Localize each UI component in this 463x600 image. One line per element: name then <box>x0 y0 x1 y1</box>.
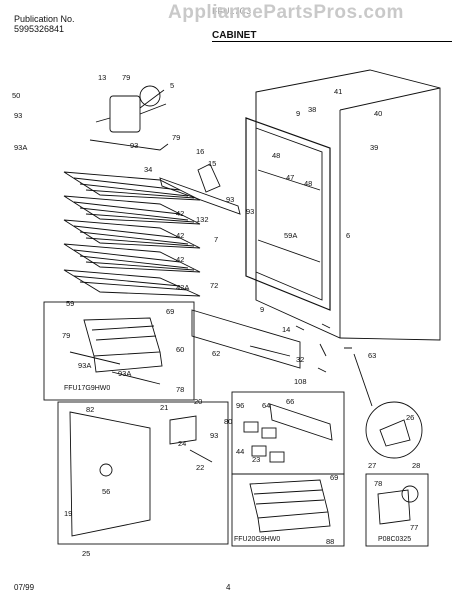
part-callout-93: 93 <box>130 141 138 150</box>
part-callout-78: 78 <box>374 479 382 488</box>
hinge-inset-circle <box>365 401 423 459</box>
part-callout-44: 44 <box>236 447 244 456</box>
part-callout-64: 64 <box>262 401 270 410</box>
fan-motor-assembly <box>89 85 169 151</box>
thermostat-inset-frame <box>365 473 429 547</box>
part-callout-42A: 42A <box>176 283 189 292</box>
light-assembly <box>243 403 333 463</box>
part-callout-22: 22 <box>196 463 204 472</box>
part-callout-48: 48 <box>272 151 280 160</box>
publication-label: Publication No. <box>14 14 75 24</box>
part-callout-93: 93 <box>210 431 218 440</box>
part-callout-40: 40 <box>374 109 382 118</box>
part-callout-28: 28 <box>412 461 420 470</box>
wire-shelf-stack <box>63 171 201 297</box>
part-callout-132: 132 <box>196 215 209 224</box>
site-watermark: AppliancePartsPros.com <box>168 2 404 23</box>
part-callout-108: 108 <box>294 377 307 386</box>
part-callout-93A: 93A <box>118 369 131 378</box>
control-panel-frame <box>57 401 229 545</box>
part-callout-78: 78 <box>176 385 184 394</box>
part-callout-79: 79 <box>62 331 70 340</box>
part-callout-69: 69 <box>330 473 338 482</box>
part-callout-20: 20 <box>194 397 202 406</box>
basket-frame <box>43 301 195 401</box>
part-callout-23: 23 <box>252 455 260 464</box>
part-callout-34: 34 <box>144 165 152 174</box>
part-callout-59: 59 <box>66 299 74 308</box>
part-callout-25: 25 <box>82 549 90 558</box>
part-callout-72: 72 <box>210 281 218 290</box>
part-callout-41: 41 <box>334 87 342 96</box>
part-callout-93A: 93A <box>14 143 27 152</box>
part-callout-93: 93 <box>246 207 254 216</box>
part-callout-56: 56 <box>102 487 110 496</box>
part-callout-48: 48 <box>304 179 312 188</box>
part-callout-69: 69 <box>166 307 174 316</box>
part-callout-82: 82 <box>86 405 94 414</box>
lower-basket-frame <box>231 473 345 547</box>
part-callout-93: 93 <box>226 195 234 204</box>
toe-grille <box>191 309 301 369</box>
part-callout-88: 88 <box>326 537 334 546</box>
part-callout-9: 9 <box>260 305 264 314</box>
part-callout-47: 47 <box>286 173 294 182</box>
model-number: FFU17C3 <box>212 6 252 16</box>
part-callout-38: 38 <box>308 105 316 114</box>
cabinet-rail <box>159 163 241 215</box>
part-callout-79: 79 <box>122 73 130 82</box>
part-callout-50: 50 <box>12 91 20 100</box>
part-callout-9: 9 <box>296 109 300 118</box>
inset-code-label: P08C0325 <box>378 536 412 543</box>
part-callout-6: 6 <box>346 231 350 240</box>
part-callout-7: 7 <box>214 235 218 244</box>
part-callout-77: 77 <box>410 523 418 532</box>
lower-basket <box>249 479 331 533</box>
footer-date: 07/99 <box>14 583 35 592</box>
part-callout-13: 13 <box>98 73 106 82</box>
part-callout-24: 24 <box>178 439 186 448</box>
part-callout-96: 96 <box>236 401 244 410</box>
part-callout-5: 5 <box>170 81 174 90</box>
part-callout-42: 42 <box>176 209 184 218</box>
part-callout-19: 19 <box>64 509 72 518</box>
lower-basket-model-label: FFU20G9HW0 <box>234 536 281 543</box>
part-callout-93: 93 <box>14 111 22 120</box>
part-callout-80: 80 <box>224 417 232 426</box>
part-callout-14: 14 <box>282 325 290 334</box>
part-callout-60: 60 <box>176 345 184 354</box>
liner-panel <box>69 411 213 537</box>
part-callout-42: 42 <box>176 255 184 264</box>
part-callout-79: 79 <box>172 133 180 142</box>
publication-number: 5995326841 <box>14 24 65 34</box>
part-callout-32: 32 <box>296 355 304 364</box>
part-callout-93A: 93A <box>78 361 91 370</box>
upper-basket <box>69 317 163 385</box>
section-title: CABINET <box>212 30 452 42</box>
part-callout-62: 62 <box>212 349 220 358</box>
part-callout-39: 39 <box>370 143 378 152</box>
part-callout-16: 16 <box>196 147 204 156</box>
part-callout-26: 26 <box>406 413 414 422</box>
part-callout-27: 27 <box>368 461 376 470</box>
part-callout-63: 63 <box>368 351 376 360</box>
part-callout-21: 21 <box>160 403 168 412</box>
part-callout-66: 66 <box>286 397 294 406</box>
upper-basket-model-label: FFU17G9HW0 <box>64 385 111 392</box>
part-callout-42: 42 <box>176 231 184 240</box>
cabinet-body <box>245 69 441 341</box>
part-callout-59A: 59A <box>284 231 297 240</box>
footer-page-number: 4 <box>226 583 231 592</box>
part-callout-15: 15 <box>208 159 216 168</box>
